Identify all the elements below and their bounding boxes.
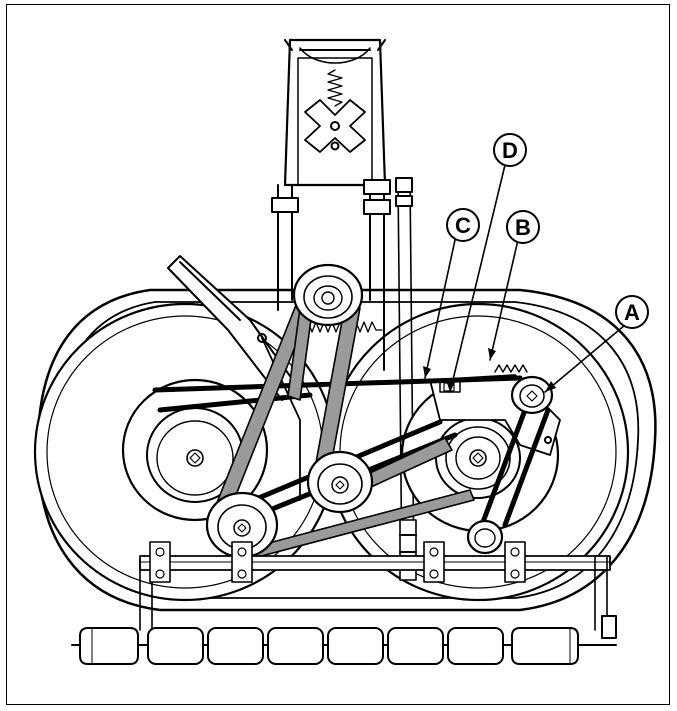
center-idler-pulley (306, 450, 374, 514)
callout-a-label: A (624, 300, 640, 325)
callout-d-label: D (502, 138, 518, 163)
callout-d: D (493, 133, 527, 167)
lower-small-pulley (466, 519, 504, 555)
x-plate (304, 99, 366, 153)
bottom-left-pulley (205, 491, 279, 559)
tension-spring (494, 364, 528, 373)
callout-arrowheads (423, 348, 556, 392)
callout-leaders (424, 164, 626, 393)
top-bracket (271, 38, 391, 371)
callout-c: C (446, 208, 480, 242)
callout-a: A (615, 295, 649, 329)
top-idler-pulley (292, 263, 364, 327)
callout-b-label: B (515, 215, 531, 240)
gauge-roller-bar (71, 627, 617, 665)
front-crossbar (139, 541, 617, 639)
idler-pulley-a (510, 375, 554, 415)
callout-b: B (506, 210, 540, 244)
callout-c-label: C (455, 213, 471, 238)
